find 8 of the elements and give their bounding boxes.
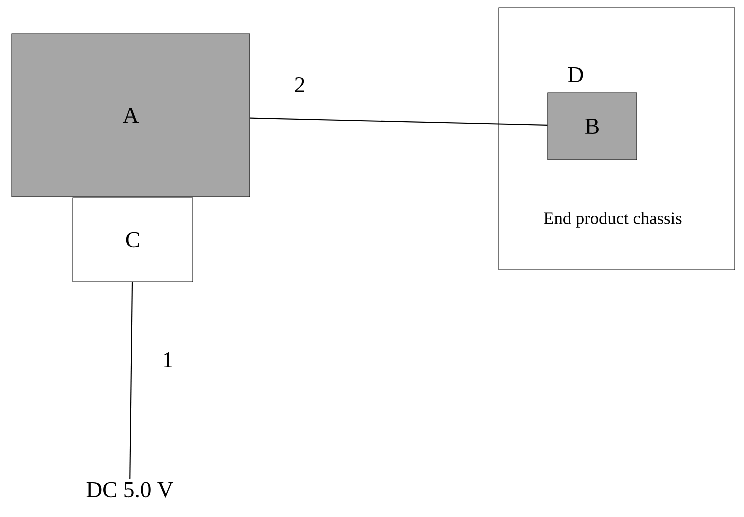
edge-label: 1: [161, 351, 175, 369]
connector-line: [130, 282, 134, 480]
connector-line: [250, 118, 548, 126]
supply-label: DC 5.0 V: [86, 482, 174, 498]
component-box: C: [72, 198, 194, 282]
component-box: A: [12, 34, 250, 198]
edge-label: 2: [293, 76, 307, 94]
component-box: B: [548, 92, 638, 160]
